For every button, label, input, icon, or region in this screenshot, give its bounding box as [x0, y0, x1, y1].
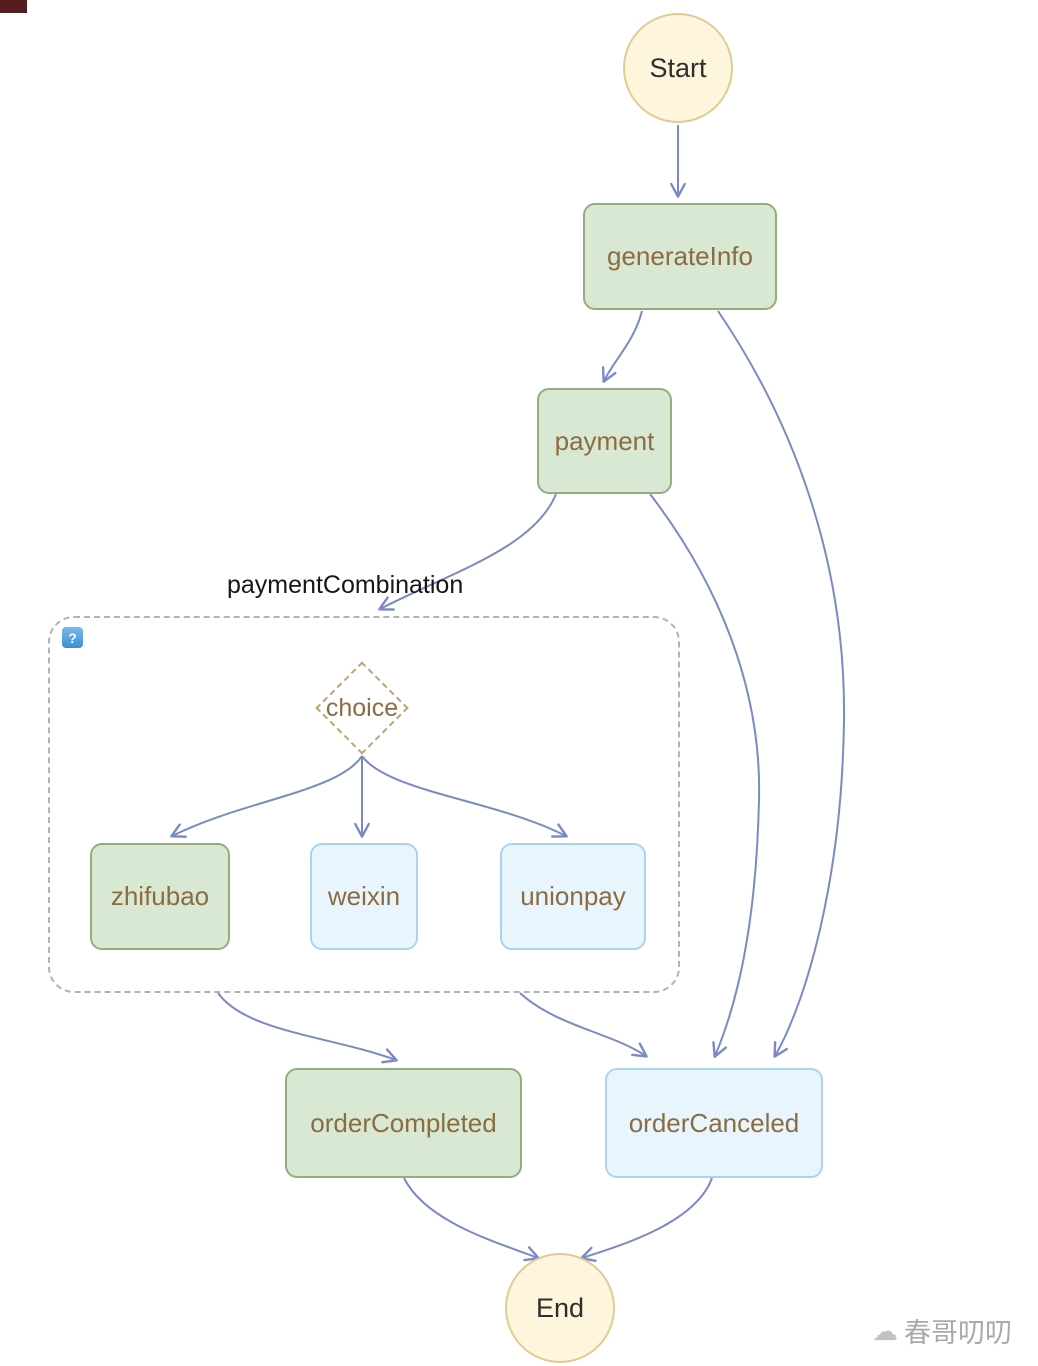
help-icon: ? [62, 627, 83, 648]
edge-ordercanceled-end [580, 1177, 713, 1262]
node-zhifubao: zhifubao [90, 843, 230, 950]
watermark: ☁ 春哥叨叨 [872, 1311, 1012, 1350]
group-label-payment-combination: paymentCombination [227, 571, 464, 599]
watermark-text: 春哥叨叨 [904, 1318, 1012, 1348]
screenshot-corner-artifact [0, 0, 27, 13]
watermark-logo-icon: ☁ [872, 1315, 898, 1346]
node-unionpay: unionpay [500, 843, 646, 950]
edge-generateinfo-payment [601, 310, 643, 383]
edge-group-ordercanceled [519, 992, 648, 1058]
node-weixin: weixin [310, 843, 418, 950]
node-start: Start [623, 13, 733, 123]
edge-group-ordercompleted [217, 992, 398, 1064]
node-end: End [505, 1253, 615, 1363]
node-choice: choice [314, 660, 410, 756]
node-order-completed: orderCompleted [285, 1068, 522, 1178]
node-order-canceled: orderCanceled [605, 1068, 823, 1178]
node-payment: payment [537, 388, 672, 494]
edge-ordercompleted-end [403, 1177, 540, 1262]
choice-label: choice [325, 693, 399, 722]
group-payment-combination [48, 616, 680, 993]
node-generate-info: generateInfo [583, 203, 777, 310]
edge-generateinfo-ordercanceled [717, 310, 846, 1058]
